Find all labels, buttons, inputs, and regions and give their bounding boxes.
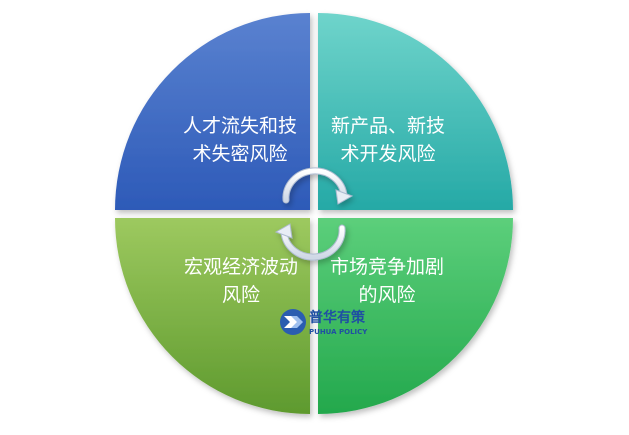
quadrant-bottom-left-label-line1: 宏观经济波动 [184,256,298,278]
quadrant-bottom-right-label-line1: 市场竞争加剧 [330,256,444,278]
watermark-title: 普华有策 [309,309,366,326]
quadrant-top-left-label-line2: 术失密风险 [192,143,287,165]
circular-arrows-icon [274,167,354,261]
quadrant-top-right-label-line1: 新产品、新技 [331,115,445,137]
quadrant-top-left [115,13,310,210]
quadrant-bottom-right-label-line2: 的风险 [358,284,415,306]
puhua-logo-icon [280,309,306,335]
quadrant-bottom-left-label-line2: 风险 [222,284,260,306]
quadrant-bottom-left [115,218,310,414]
quadrant-top-right [318,13,513,210]
quadrant-top-right-label-line2: 术开发风险 [340,143,435,165]
puhua-logo: 普华有策 PUHUA POLICY [280,309,368,336]
quadrant-bottom-right [318,218,513,414]
quadrant-top-left-label-line1: 人才流失和技 [183,115,297,137]
watermark-subtitle: PUHUA POLICY [309,328,368,336]
